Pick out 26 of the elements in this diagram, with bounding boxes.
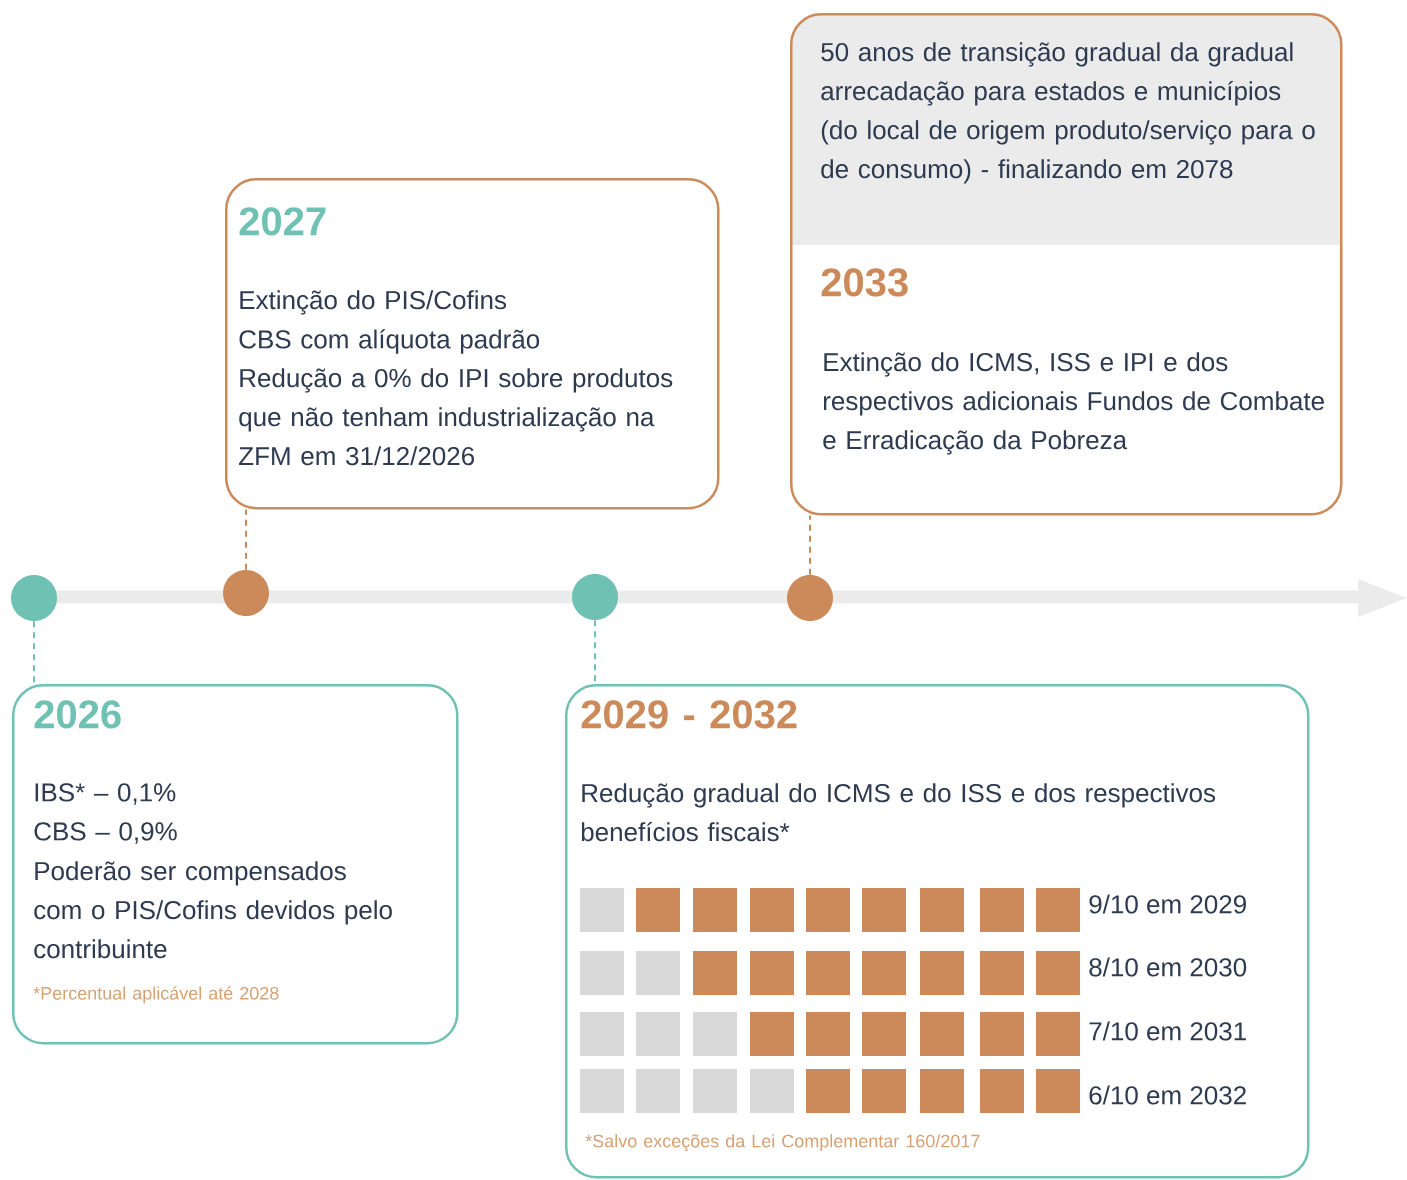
timeline-dot (787, 575, 833, 621)
description-text: Redução a 0% do IPI sobre produtos que não tenham industrialização na ZFM em 31/12/2026 (239, 368, 673, 466)
description-text: IBS* – 0,1% (35, 783, 176, 805)
description-text: Extinção do PIS/Cofins (240, 290, 507, 315)
description-text: Redução gradual do ICMS e do ISS e dos respectivos benefícios fiscais* (581, 783, 1216, 842)
row-label: 6/10 em 2032 (1089, 1085, 1246, 1105)
timeline-dot (11, 575, 57, 621)
timeline-dot (223, 570, 269, 616)
row-label: 7/10 em 2031 (1089, 1021, 1246, 1041)
leader-line (809, 514, 811, 576)
description-text: Poderão ser compensados com o PIS/Cofins devidos pelo contribuinte (34, 861, 392, 959)
description-text: 50 anos de transição gradual da gradual arrecadação para estados e municípios (do local de origem produto/serviço para o de consumo) - finalizando em 2078 (821, 42, 1315, 184)
year-heading: 2027 (239, 207, 326, 236)
timeline-dot (572, 574, 618, 620)
description-text: CBS – 0,9% (34, 822, 177, 844)
leader-line (33, 620, 35, 685)
description-text: CBS com alíquota padrão (239, 329, 540, 354)
footnote: *Salvo exceções da Lei Complementar 160/2017 (585, 1134, 980, 1152)
row-label: 8/10 em 2030 (1089, 957, 1247, 977)
row-label: 9/10 em 2029 (1089, 894, 1246, 914)
leader-line (245, 508, 247, 571)
year-heading: 2033 (821, 268, 908, 297)
year-heading: 2026 (34, 700, 121, 729)
description-text: Extinção do ICMS, ISS e IPI e dos respectivos adicionais Fundos de Combate e Erradicação da Pobreza (823, 352, 1324, 455)
year-heading: 2029 - 2032 (581, 700, 797, 729)
footnote: *Percentual aplicável até 2028 (33, 986, 279, 1004)
